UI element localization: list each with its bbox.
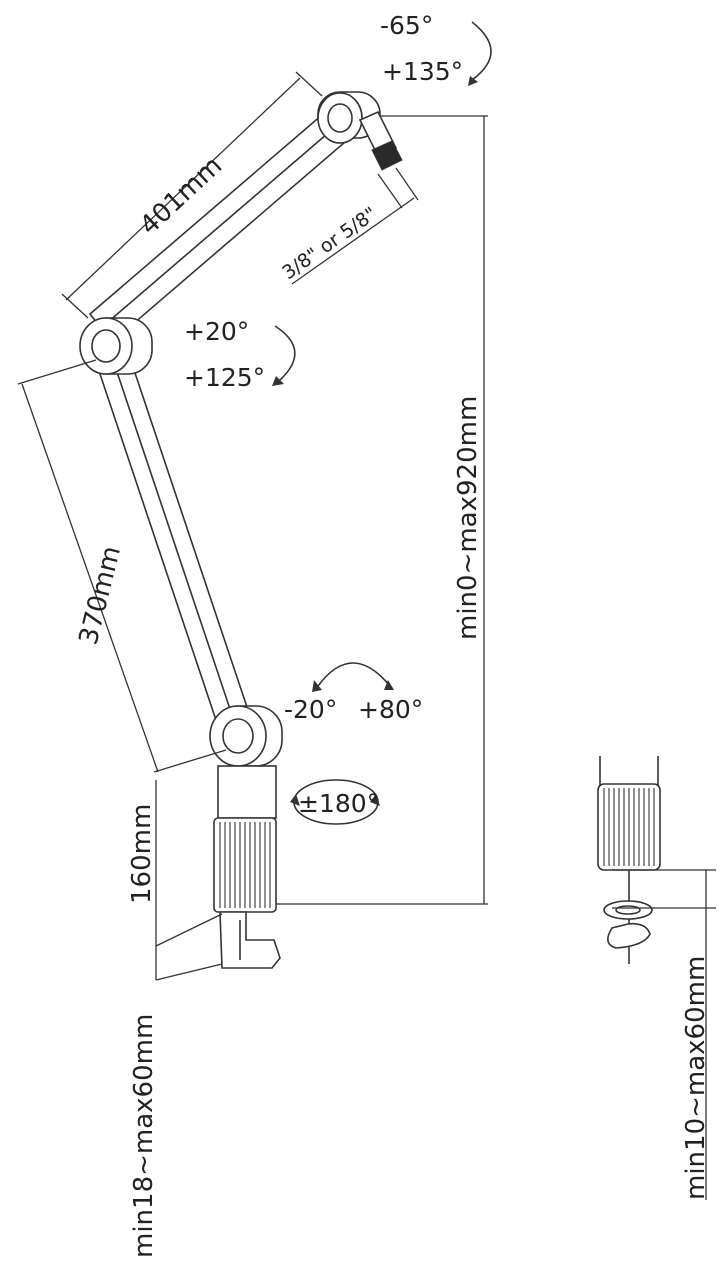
clamp-range-label: min18~max60mm <box>129 1014 159 1258</box>
desk-clamp <box>219 911 281 969</box>
dimension-lines <box>17 71 488 981</box>
base-max-angle: +80° <box>358 695 423 724</box>
elbow-joint <box>79 317 153 375</box>
head-joint <box>317 91 403 171</box>
lower-arm-length-label: 370mm <box>74 543 127 648</box>
total-height-label: min0~max920mm <box>453 396 483 640</box>
head-min-angle: -65° <box>380 11 433 40</box>
clamp-range-alt-label: min10~max60mm <box>681 956 711 1200</box>
base-min-angle: -20° <box>284 695 337 724</box>
thread-size-label: 3/8" or 5/8" <box>278 203 381 284</box>
elbow-max-angle: +125° <box>184 363 265 392</box>
rotation-angle: ±180° <box>298 789 379 818</box>
elbow-min-angle: +20° <box>184 317 249 346</box>
base-joint <box>209 705 283 767</box>
labels: -65° +135° 401mm 3/8" or 5/8" +20° +125°… <box>74 11 711 1258</box>
thread-knob <box>371 140 403 171</box>
pole <box>213 765 281 969</box>
angle-arcs <box>272 21 492 825</box>
head-max-angle: +135° <box>382 57 463 86</box>
clamp-detail-view <box>597 756 716 1200</box>
pole-height-label: 160mm <box>127 804 157 904</box>
